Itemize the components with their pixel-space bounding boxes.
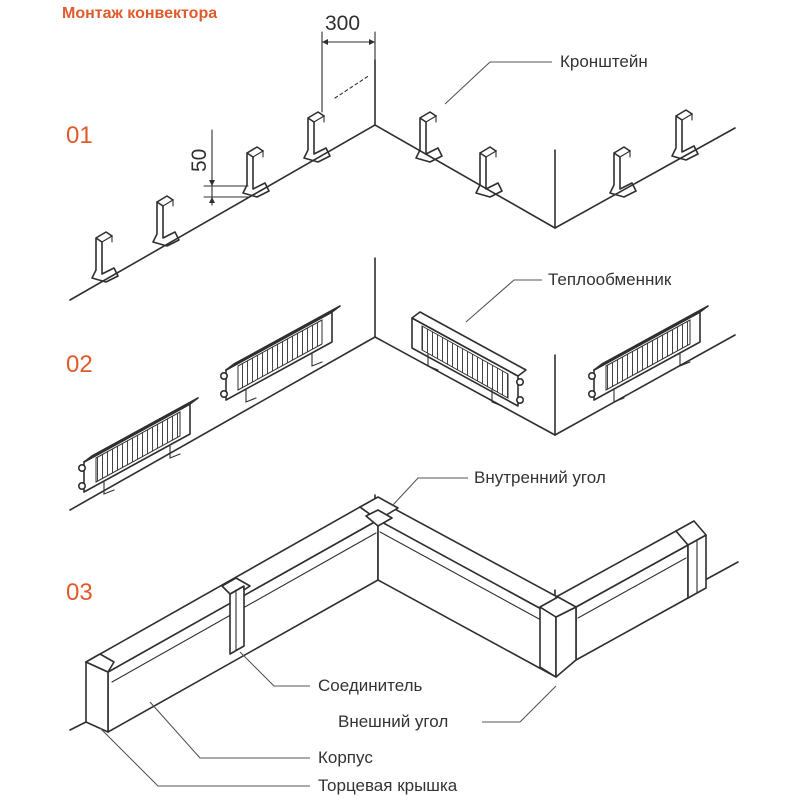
step-number-1: 01 <box>66 122 93 149</box>
bracket-2 <box>152 195 180 247</box>
bracket-4 <box>303 111 331 163</box>
dimension-50: 50 <box>188 129 249 206</box>
step-2-walls <box>69 257 736 511</box>
step-number-2: 02 <box>66 351 93 378</box>
heat-exchanger-3 <box>411 311 527 407</box>
dimension-50-label: 50 <box>188 149 211 172</box>
diagram-title: Монтаж конвектора <box>62 5 217 22</box>
label-heat-exchanger: Теплообменник <box>548 270 672 289</box>
step-number-3: 03 <box>66 579 93 606</box>
callout-heat-exchanger: Теплообменник <box>465 270 672 323</box>
callout-outer-corner: Внешний угол <box>338 685 557 731</box>
dimension-300: 300 <box>321 12 376 113</box>
label-end-cap: Торцевая крышка <box>318 776 458 795</box>
label-inner-corner: Внутренний угол <box>474 468 606 487</box>
inner-corner <box>359 496 399 527</box>
connector <box>221 577 251 655</box>
label-body: Корпус <box>318 748 373 767</box>
callout-inner-corner: Внутренний угол <box>391 468 606 507</box>
callout-body: Корпус <box>149 701 373 767</box>
bracket-3 <box>242 146 270 198</box>
bracket-5 <box>415 111 443 163</box>
label-outer-corner: Внешний угол <box>338 712 448 731</box>
callout-connector: Соединитель <box>239 651 423 695</box>
label-bracket: Кронштейн <box>560 52 648 71</box>
label-connector: Соединитель <box>318 676 423 695</box>
callout-bracket: Кронштейн <box>444 52 648 105</box>
callout-end-cap: Торцевая крышка <box>99 727 458 795</box>
end-cap-left <box>85 653 115 733</box>
end-cap-right <box>675 520 707 599</box>
dimension-300-label: 300 <box>325 12 360 35</box>
bracket-8 <box>671 109 699 161</box>
heat-exchanger-2 <box>220 305 341 403</box>
outer-corner <box>539 596 577 678</box>
step-1-walls <box>69 59 736 301</box>
heat-exchanger-1 <box>78 397 199 495</box>
heat-exchanger-4 <box>587 305 709 403</box>
